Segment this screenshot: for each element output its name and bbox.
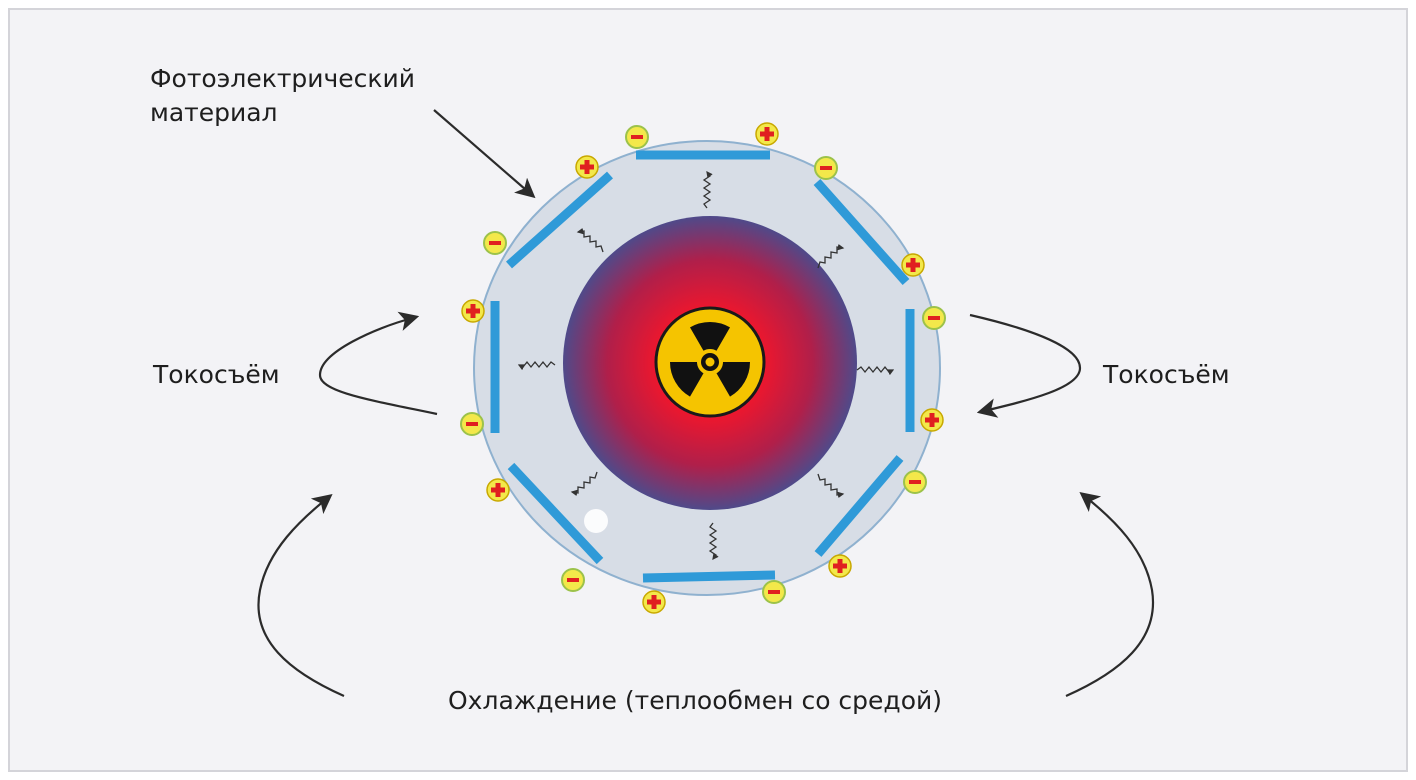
plus-charge-icon <box>755 122 779 146</box>
plus-charge-icon <box>642 590 666 614</box>
shell-highlight <box>584 509 608 533</box>
photoelectric-plates <box>490 150 915 583</box>
current-collector-label-right: Токосъём <box>1103 360 1230 389</box>
emission-arrow-upright <box>817 243 845 269</box>
collector-left-arrow <box>318 311 438 416</box>
callout-arrows <box>257 109 1155 698</box>
minus-charge-icon <box>762 580 786 604</box>
minus-charge-icon <box>625 125 649 149</box>
cooling-label: Охлаждение (теплообмен со средой) <box>448 686 943 715</box>
plus-charge-icon <box>461 299 485 323</box>
minus-charge-icon <box>483 231 507 255</box>
plus-charge-icon <box>486 478 510 502</box>
minus-charge-icon <box>814 156 838 180</box>
cooling-left-arrow <box>257 493 345 698</box>
emission-arrow-downleft <box>570 471 598 497</box>
emission-arrow-downright <box>817 473 845 499</box>
collector-right-arrow <box>969 313 1082 418</box>
emission-arrows <box>517 170 895 561</box>
photoelectric-material-label: Фотоэлектрический материал <box>150 64 416 127</box>
emission-arrow-left <box>517 360 556 371</box>
minus-charge-icon <box>460 412 484 436</box>
plus-charge-icon <box>828 554 852 578</box>
emission-arrow-down <box>708 522 719 561</box>
current-collector-label-left: Токосъём <box>153 360 280 389</box>
plate-top-left <box>506 171 613 269</box>
plus-charge-icon <box>920 408 944 432</box>
cooling-right-arrow <box>1065 491 1155 698</box>
radiation-trefoil-icon <box>654 306 766 418</box>
minus-charge-icon <box>561 568 585 592</box>
emission-arrow-upleft <box>576 227 604 253</box>
plate-bottom-left <box>507 462 604 565</box>
plate-bottom <box>642 570 776 583</box>
plus-charge-icon <box>901 253 925 277</box>
plate-top-right <box>813 179 910 285</box>
emission-arrow-up <box>702 170 713 209</box>
minus-charge-icon <box>922 306 946 330</box>
plus-charge-icon <box>575 155 599 179</box>
emission-arrow-right <box>856 365 895 376</box>
minus-charge-icon <box>903 470 927 494</box>
photoelectric-pointer-arrow <box>433 109 536 199</box>
plate-bottom-right <box>814 455 904 557</box>
